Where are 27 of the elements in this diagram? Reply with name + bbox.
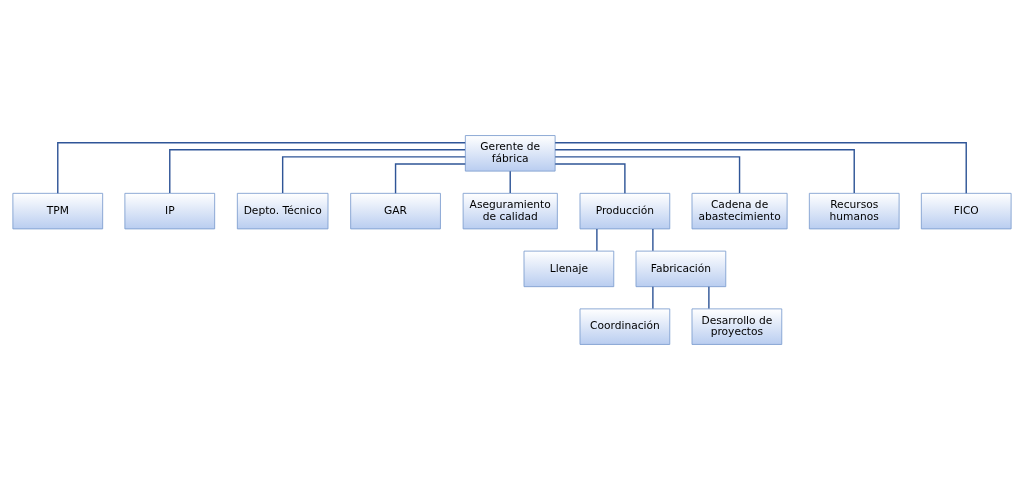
node-box: Depto. Técnico: [236, 192, 329, 229]
connector: [57, 141, 466, 194]
connector: [509, 170, 511, 194]
node-box: TPM: [12, 192, 104, 229]
node-box: IP: [124, 192, 216, 229]
node-box: Gerente de fábrica: [464, 134, 556, 172]
connector: [554, 148, 855, 194]
node-box: Fabricación: [635, 250, 727, 287]
node-box: Desarrollo de proyectos: [691, 307, 783, 345]
node-box: FICO: [920, 192, 1012, 229]
node-box: Coordinación: [579, 307, 671, 345]
node-box: Recursos humanos: [808, 192, 900, 229]
connector: [596, 227, 598, 251]
connector: [394, 162, 466, 194]
connector: [169, 148, 466, 194]
node-box: Llenaje: [523, 250, 615, 287]
node-box: Aseguramiento de calidad: [462, 192, 558, 229]
node-box: Producción: [579, 192, 671, 229]
connector: [554, 162, 626, 194]
node-box: Cadena de abastecimiento: [691, 192, 788, 229]
connector: [652, 285, 654, 309]
connector: [554, 141, 967, 194]
connector: [281, 155, 466, 194]
node-box: GAR: [350, 192, 441, 229]
connector: [708, 285, 710, 309]
connector: [652, 227, 654, 251]
connector: [554, 155, 741, 194]
